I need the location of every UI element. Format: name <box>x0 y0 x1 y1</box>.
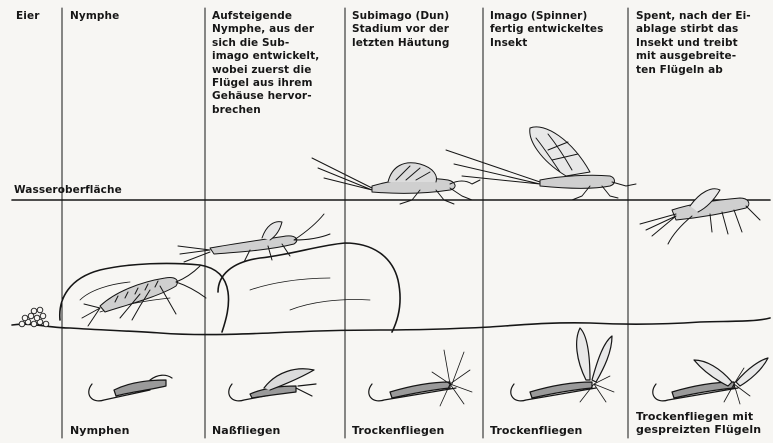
caption-wet-flies: Naßfliegen <box>212 424 281 437</box>
fly-pattern-dry-2 <box>511 328 614 402</box>
subimago-insect <box>312 158 480 204</box>
fly-pattern-spent <box>653 358 768 404</box>
water-surface-label: Wasseroberfläche <box>14 184 122 197</box>
eggs-cluster <box>19 307 49 327</box>
caption-nymphs: Nymphen <box>70 424 130 437</box>
rock-right <box>218 243 400 332</box>
fly-pattern-nymph <box>89 375 172 401</box>
nymph-insect <box>82 266 206 326</box>
stage-label-emerger: Aufsteigende Nymphe, aus der sich die Su… <box>212 10 319 117</box>
stage-label-subimago: Subimago (Dun) Stadium vor der letzten H… <box>352 10 449 50</box>
riverbed-line <box>12 318 770 335</box>
stage-label-nymph: Nymphe <box>70 10 119 23</box>
fly-pattern-wet <box>229 369 316 401</box>
stage-label-imago: Imago (Spinner) fertig entwickeltes Inse… <box>490 10 604 50</box>
imago-insect <box>446 127 636 200</box>
stage-label-eggs: Eier <box>16 10 39 23</box>
caption-dry-flies-1: Trockenfliegen <box>352 424 444 437</box>
caption-spent-dry-flies: Trockenfliegen mit gespreizten Flügeln <box>636 410 761 437</box>
emerging-nymph-insect <box>178 214 330 262</box>
stage-label-spent: Spent, nach der Ei- ablage stirbt das In… <box>636 10 751 77</box>
spent-insect <box>640 189 760 244</box>
column-dividers <box>62 8 628 438</box>
caption-dry-flies-2: Trockenfliegen <box>490 424 582 437</box>
fly-pattern-dry-1 <box>369 350 472 406</box>
